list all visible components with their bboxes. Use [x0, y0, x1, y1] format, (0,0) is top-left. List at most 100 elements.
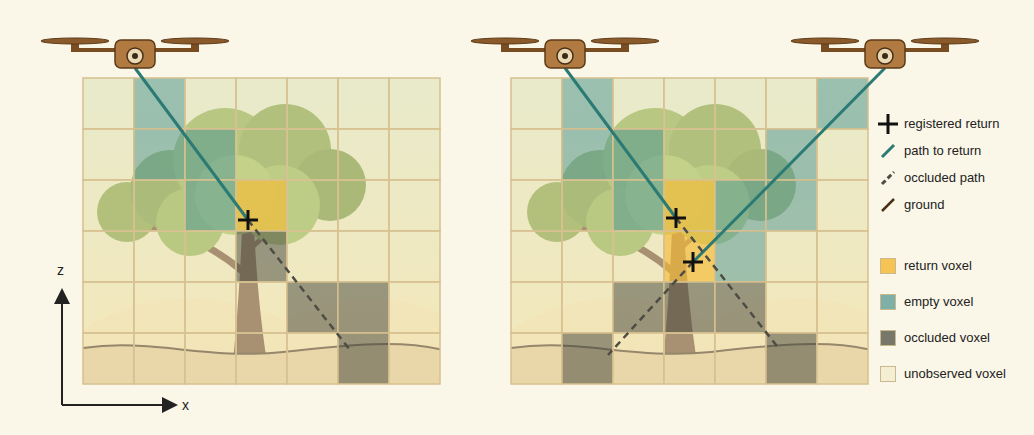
- voxel-panel: [511, 68, 885, 400]
- legend-text: occluded path: [904, 170, 985, 186]
- voxel: [236, 180, 287, 231]
- path-to-return: [135, 68, 248, 220]
- voxel: [287, 129, 338, 180]
- legend-sample: [882, 199, 894, 211]
- voxel: [715, 129, 766, 180]
- voxel: [134, 180, 185, 231]
- voxel: [562, 180, 613, 231]
- voxel: [715, 180, 766, 231]
- voxel: [766, 231, 817, 282]
- voxel: [562, 333, 613, 384]
- voxel: [766, 180, 817, 231]
- voxel: [664, 282, 715, 333]
- voxel: [338, 333, 389, 384]
- voxel: [664, 78, 715, 129]
- registered-return: [666, 208, 686, 228]
- voxel: [185, 282, 236, 333]
- voxel: [613, 231, 664, 282]
- voxel: [83, 333, 134, 384]
- voxel: [185, 231, 236, 282]
- voxel: [664, 333, 715, 384]
- registered-return: [683, 252, 703, 272]
- voxel: [766, 129, 817, 180]
- voxel: [613, 282, 664, 333]
- registered-return: [238, 210, 258, 230]
- voxel: [613, 180, 664, 231]
- legend-swatch: [880, 258, 896, 274]
- voxel: [817, 333, 868, 384]
- voxel: [83, 129, 134, 180]
- voxel: [562, 129, 613, 180]
- voxel: [287, 78, 338, 129]
- axis-label: x: [182, 397, 189, 413]
- voxel: [817, 180, 868, 231]
- voxel-panel: [83, 68, 443, 400]
- drone: [471, 38, 659, 68]
- legend-text: path to return: [904, 143, 981, 159]
- voxel: [817, 231, 868, 282]
- path-to-return: [565, 68, 676, 218]
- voxel: [236, 282, 287, 333]
- voxel: [511, 78, 562, 129]
- voxel: [715, 333, 766, 384]
- path-to-return: [693, 68, 885, 262]
- voxel: [715, 231, 766, 282]
- occluded-path: [248, 220, 350, 350]
- legend-sample: [878, 114, 898, 134]
- voxel: [389, 129, 440, 180]
- voxel: [338, 180, 389, 231]
- legend-swatch: [880, 330, 896, 346]
- drone: [791, 38, 979, 68]
- voxel: [664, 180, 715, 231]
- voxel: [562, 282, 613, 333]
- voxel: [389, 333, 440, 384]
- axis-label: z: [57, 262, 64, 278]
- voxel: [134, 78, 185, 129]
- voxel: [664, 129, 715, 180]
- voxel: [389, 282, 440, 333]
- voxel: [562, 231, 613, 282]
- voxel: [389, 180, 440, 231]
- legend-text: occluded voxel: [904, 330, 990, 346]
- voxel: [83, 78, 134, 129]
- occluded-path: [676, 218, 780, 350]
- voxel: [511, 231, 562, 282]
- voxel: [715, 78, 766, 129]
- voxel: [287, 231, 338, 282]
- legend-samples: [878, 114, 898, 211]
- axes: [54, 288, 178, 413]
- legend-text: registered return: [904, 116, 999, 132]
- voxel: [817, 282, 868, 333]
- legend-text: ground: [904, 197, 944, 213]
- voxel: [817, 129, 868, 180]
- voxel: [613, 333, 664, 384]
- voxel: [338, 231, 389, 282]
- drone: [41, 38, 229, 68]
- voxel: [236, 231, 287, 282]
- legend-sample: [882, 145, 894, 157]
- legend-text: unobserved voxel: [904, 366, 1006, 382]
- legend-swatch: [880, 366, 896, 382]
- voxel: [511, 282, 562, 333]
- voxel: [511, 129, 562, 180]
- voxel: [511, 180, 562, 231]
- voxel: [766, 78, 817, 129]
- voxel: [613, 129, 664, 180]
- occluded-path: [608, 262, 693, 355]
- voxel: [185, 129, 236, 180]
- voxel: [134, 129, 185, 180]
- legend-swatch: [880, 294, 896, 310]
- tree: [97, 104, 366, 362]
- voxel: [287, 180, 338, 231]
- voxel: [389, 78, 440, 129]
- voxel: [83, 231, 134, 282]
- legend-text: return voxel: [904, 258, 972, 274]
- legend-sample: [882, 172, 894, 184]
- voxel: [236, 129, 287, 180]
- voxel: [134, 333, 185, 384]
- voxel: [83, 180, 134, 231]
- voxel: [185, 78, 236, 129]
- legend-text: empty voxel: [904, 294, 973, 310]
